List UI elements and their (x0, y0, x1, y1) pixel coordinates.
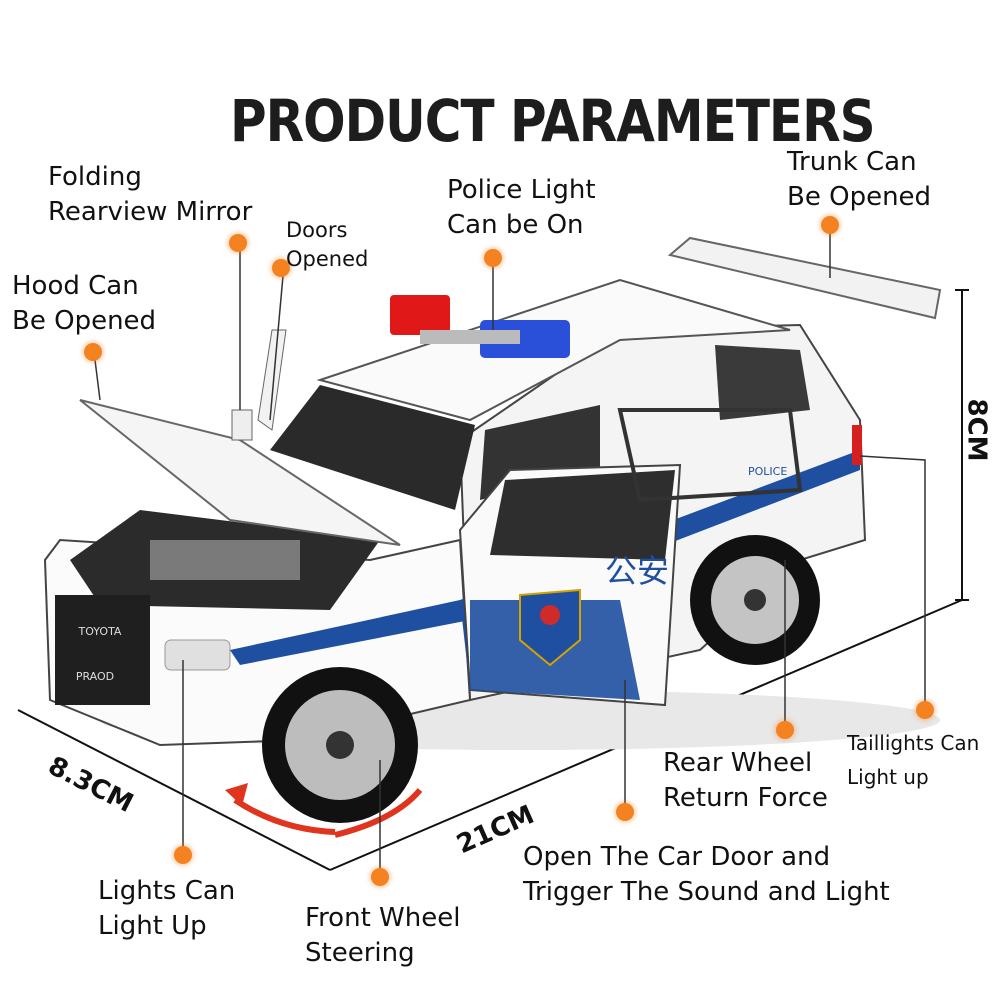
label-line: Opened (286, 247, 369, 271)
label-line: Return Force (663, 783, 828, 813)
doors-marker (272, 259, 290, 277)
label-line: Front Wheel (305, 903, 461, 933)
label-line: Light up (847, 765, 929, 789)
police-light-marker (484, 249, 502, 267)
label-line: Trigger The Sound and Light (523, 877, 890, 907)
label-line: Rear Wheel (663, 748, 813, 778)
mirror-marker (229, 234, 247, 252)
rear-wheel-marker (776, 721, 794, 739)
label-line: Lights Can (98, 876, 236, 906)
trunk-marker (821, 216, 839, 234)
leader-lines (94, 232, 926, 870)
door-sound-marker (616, 803, 634, 821)
label-doors: Doors Opened (286, 216, 368, 274)
front-wheel-marker (371, 868, 389, 886)
label-line: Be Opened (787, 182, 932, 212)
label-line: Can be On (447, 210, 584, 240)
label-hood: Hood Can Be Opened (12, 269, 156, 339)
brand-badge: TOYOTA (78, 625, 122, 638)
hood-marker (84, 343, 102, 361)
label-rear-wheel: Rear Wheel Return Force (663, 746, 828, 816)
height-dimension: 8CM (961, 398, 992, 462)
label-line: Folding (48, 162, 142, 192)
label-lights: Lights Can Light Up (98, 874, 235, 944)
label-line: Be Opened (12, 306, 157, 336)
label-line: Police Light (447, 175, 596, 205)
label-line: Doors (286, 218, 348, 242)
label-police-light: Police Light Can be On (447, 173, 596, 243)
page-title: PRODUCT PARAMETERS (230, 88, 876, 155)
label-line: Taillights Can (847, 731, 980, 755)
lights-marker (174, 846, 192, 864)
label-line: Steering (305, 938, 415, 968)
label-line: Open The Car Door and (523, 842, 831, 872)
label-line: Hood Can (12, 271, 139, 301)
label-line: Rearview Mirror (48, 197, 253, 227)
door-police-text: POLICE (748, 465, 787, 478)
label-front-wheel: Front Wheel Steering (305, 901, 460, 971)
taillights-marker (916, 701, 934, 719)
label-line: Light Up (98, 911, 207, 941)
label-trunk: Trunk Can Be Opened (787, 145, 931, 215)
door-chinese-text: 公安 (605, 552, 669, 590)
police-car: TOYOTA PRAOD POLICE 公安 (43, 236, 942, 838)
label-line: Trunk Can (787, 147, 917, 177)
label-taillights: Taillights Can Light up (847, 726, 979, 794)
plate-text: PRAOD (76, 670, 114, 683)
label-mirror: Folding Rearview Mirror (48, 160, 252, 230)
label-door-sound: Open The Car Door and Trigger The Sound … (523, 840, 890, 910)
